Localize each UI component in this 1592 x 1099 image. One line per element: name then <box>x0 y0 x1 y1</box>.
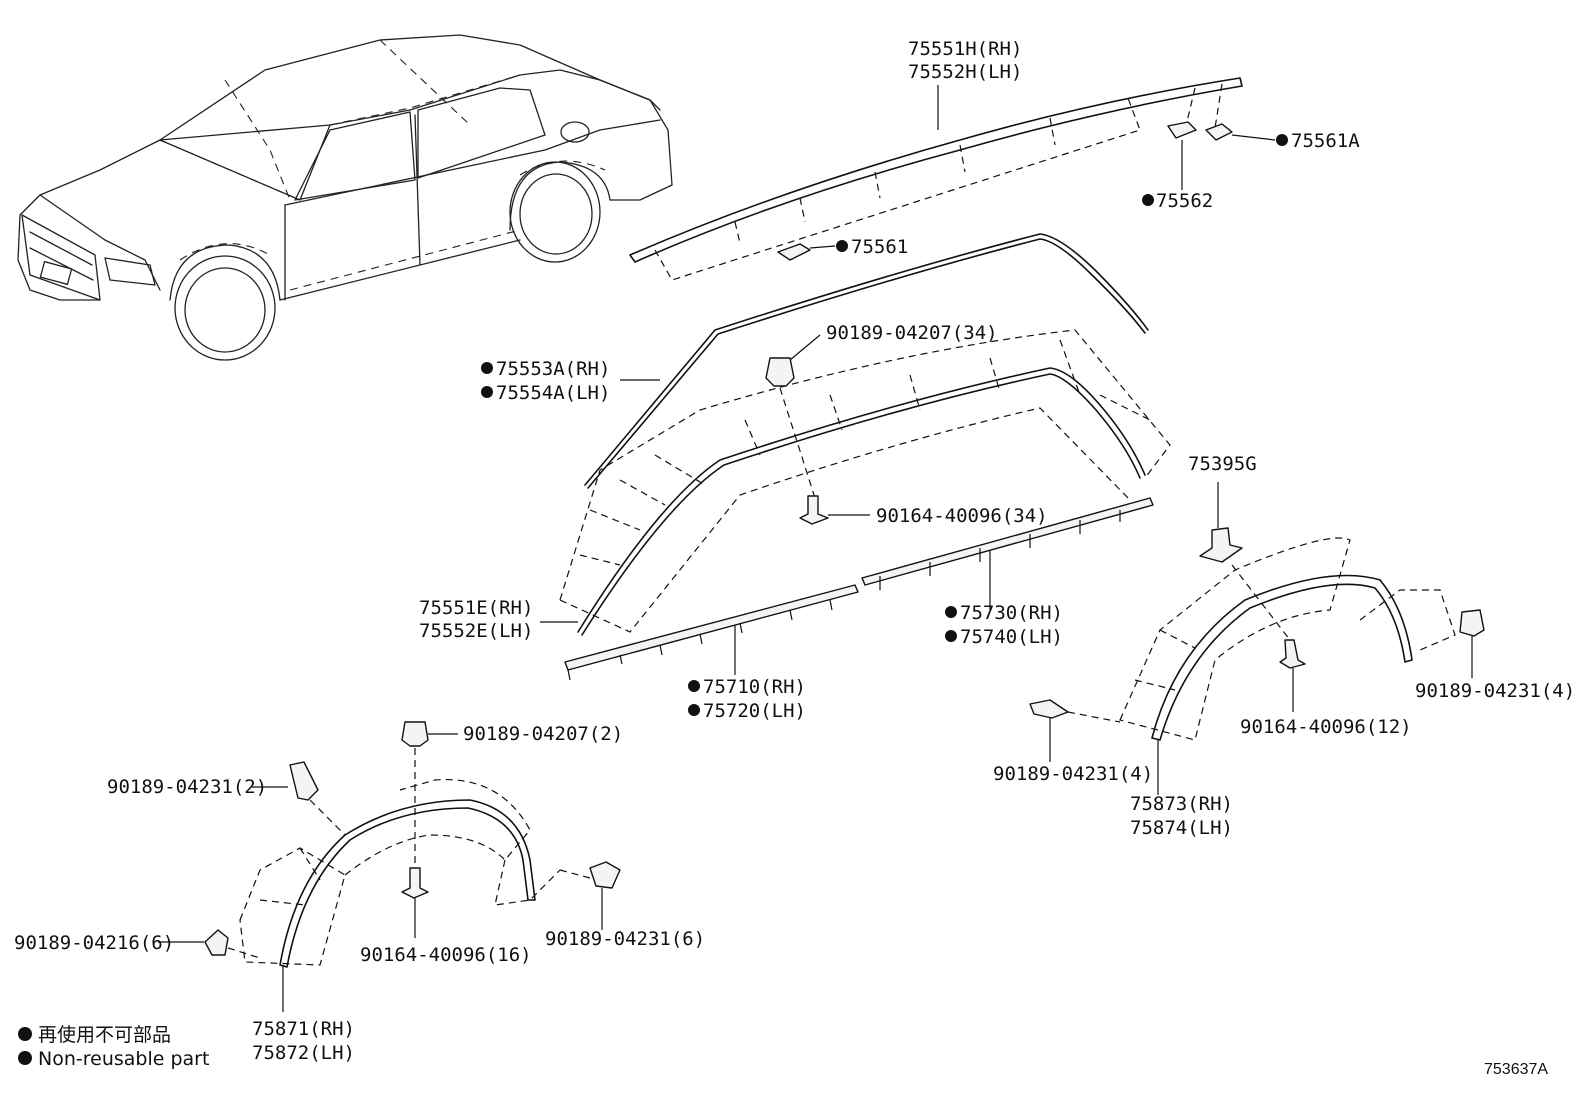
legend-english: Non-reusable part <box>38 1048 209 1070</box>
label-90189-04231-4-left: 90189-04231(4) <box>993 763 1153 785</box>
label-75720: 75720(LH) <box>703 700 806 722</box>
label-75730: 75730(RH) <box>960 602 1063 624</box>
label-90189-04216-6: 90189-04216(6) <box>14 932 174 954</box>
label-75871: 75871(RH) <box>252 1018 355 1040</box>
belt-moulding-75730 <box>861 497 1154 642</box>
label-75873: 75873(RH) <box>1130 793 1233 815</box>
label-75551h: 75551H(RH) <box>908 38 1022 60</box>
label-90164-40096-34: 90164-40096(34) <box>876 505 1048 527</box>
label-75553a: 75553A(RH) <box>496 358 610 380</box>
label-75872: 75872(LH) <box>252 1042 355 1064</box>
label-90189-04207-2: 90189-04207(2) <box>463 723 623 745</box>
label-90164-40096-12: 90164-40096(12) <box>1240 716 1412 738</box>
label-90164-40096-16: 90164-40096(16) <box>360 944 532 966</box>
label-75561: 75561 <box>851 236 908 258</box>
label-75554a: 75554A(LH) <box>496 382 610 404</box>
label-75551e: 75551E(RH) <box>419 597 533 619</box>
rear-wheel-arch-75873 <box>1029 482 1485 795</box>
label-90189-04207-34: 90189-04207(34) <box>826 322 998 344</box>
drip-moulding-75553a <box>481 233 1149 489</box>
label-90189-04231-4-right: 90189-04231(4) <box>1415 680 1575 702</box>
car-illustration <box>17 34 673 361</box>
label-90189-04231-6: 90189-04231(6) <box>545 928 705 950</box>
label-75552e: 75552E(LH) <box>419 620 533 642</box>
label-75552h: 75552H(LH) <box>908 61 1022 83</box>
label-75710: 75710(RH) <box>703 676 806 698</box>
label-75562: 75562 <box>1156 190 1213 212</box>
legend-japanese: 再使用不可部品 <box>38 1024 171 1046</box>
label-75874: 75874(LH) <box>1130 817 1233 839</box>
diagram-reference-code: 753637A <box>1484 1061 1548 1078</box>
label-75395g: 75395G <box>1188 453 1257 475</box>
front-wheel-arch-75871 <box>158 721 621 1012</box>
label-75740: 75740(LH) <box>960 626 1063 648</box>
legend: 再使用不可部品 Non-reusable part <box>18 1024 209 1070</box>
roof-moulding-75551h <box>629 77 1288 281</box>
label-75561a: 75561A <box>1291 130 1360 152</box>
label-90189-04231-2: 90189-04231(2) <box>107 776 267 798</box>
window-moulding-75551e <box>540 329 1171 636</box>
belt-moulding-75710 <box>564 584 859 716</box>
